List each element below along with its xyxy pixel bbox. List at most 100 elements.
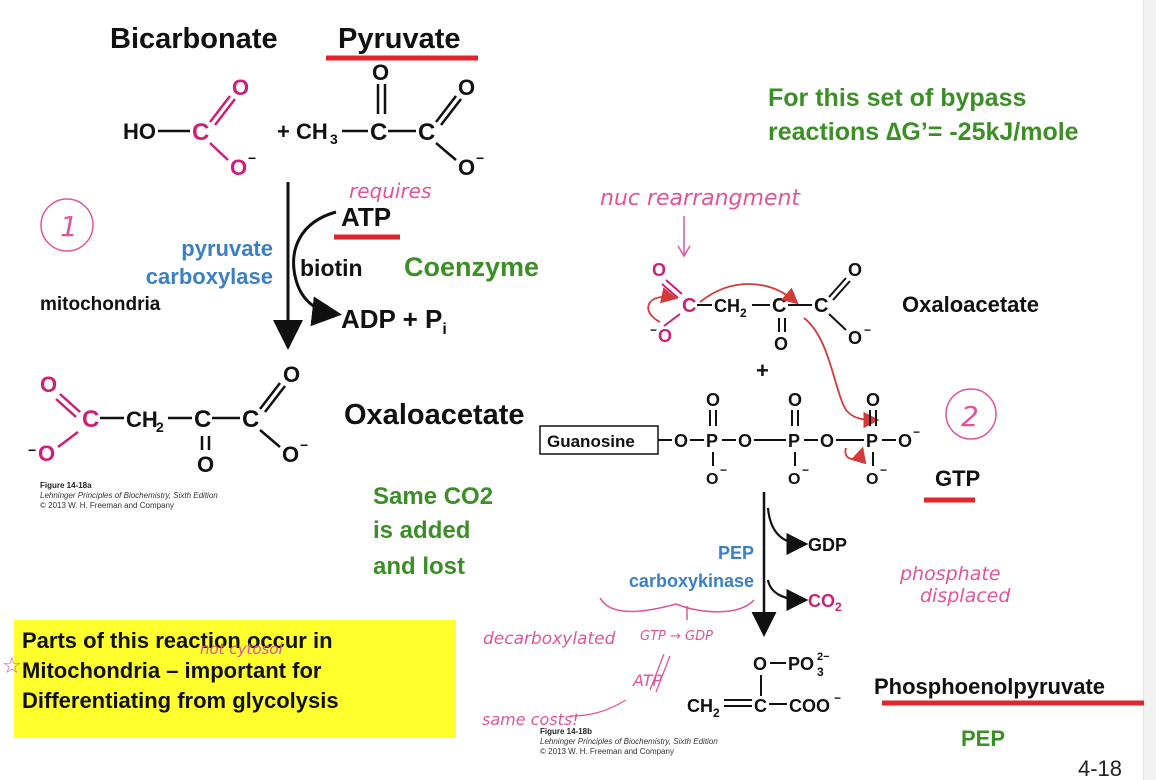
co2-note-line1: Same CO2	[373, 483, 493, 510]
plus-sign: +	[756, 358, 769, 383]
svg-text:O: O	[40, 372, 57, 397]
svg-text:CH: CH	[126, 407, 158, 432]
svg-text:O: O	[232, 75, 249, 100]
scrollbar[interactable]	[1143, 0, 1156, 780]
pyruvate-carboxylase-line1: pyruvate	[181, 236, 273, 261]
atp-label: ATP	[341, 202, 391, 232]
svg-text:O: O	[866, 390, 880, 410]
mitochondria-note-box: Parts of this reaction occur in Mitochon…	[14, 620, 456, 738]
decarboxylated-note: decarboxylated	[483, 629, 616, 649]
svg-text:O: O	[738, 431, 752, 451]
bicarb-ho: HO	[123, 119, 156, 144]
oxaloacetate-structure-right: O C − O CH 2 C O C O O −	[650, 260, 871, 354]
co2-arrow	[766, 579, 809, 611]
svg-text:2: 2	[740, 306, 747, 320]
svg-text:O: O	[458, 155, 475, 180]
svg-text:P: P	[706, 431, 718, 451]
svg-text:+ CH: + CH	[277, 119, 328, 144]
svg-text:O: O	[753, 654, 767, 674]
pyruvate-structure: + CH 3 C O C O O −	[277, 60, 484, 180]
co2-label: CO2	[808, 591, 842, 614]
svg-text:O: O	[898, 431, 912, 451]
svg-text:COO: COO	[789, 696, 830, 716]
step1-number: 1	[60, 210, 78, 243]
svg-text:O: O	[674, 431, 688, 451]
svg-text:O: O	[848, 260, 862, 280]
mech-arrow-4	[844, 446, 867, 465]
svg-text:O: O	[866, 471, 878, 488]
co2-note-line2: is added	[373, 517, 470, 544]
svg-text:−: −	[913, 425, 920, 439]
figure-a-book: Lehninger Principles of Biochemistry, Si…	[40, 491, 218, 500]
gtp-label: GTP	[935, 466, 980, 491]
same-costs-note: same costs!	[482, 710, 579, 729]
svg-text:O: O	[230, 155, 247, 180]
co2-note-line3: and lost	[373, 553, 465, 580]
phosphate-note-line2: displaced	[920, 585, 1011, 607]
svg-text:−: −	[834, 691, 841, 705]
figure-b-copyright: © 2013 W. H. Freeman and Company	[540, 747, 674, 756]
adp-pi-label: ADP + Pi	[341, 304, 447, 338]
svg-text:O: O	[38, 441, 55, 466]
step1-circle	[40, 198, 94, 252]
svg-text:O: O	[197, 452, 214, 477]
figure-b-book: Lehninger Principles of Biochemistry, Si…	[540, 737, 718, 746]
svg-text:C: C	[418, 119, 435, 146]
svg-text:3: 3	[817, 665, 824, 679]
svg-text:−: −	[476, 150, 484, 166]
svg-text:C: C	[754, 696, 767, 716]
figure-a-copyright: © 2013 W. H. Freeman and Company	[40, 501, 174, 510]
svg-text:P: P	[866, 431, 878, 451]
svg-text:O: O	[652, 260, 666, 280]
step2-number: 2	[961, 400, 979, 433]
svg-text:O: O	[282, 442, 299, 467]
svg-text:C: C	[82, 406, 99, 433]
svg-text:O: O	[372, 60, 389, 85]
svg-text:C: C	[814, 295, 828, 317]
bypass-note-line1: For this set of bypass	[768, 84, 1026, 112]
svg-text:O: O	[458, 75, 475, 100]
coenzyme-label: Coenzyme	[404, 252, 539, 282]
svg-text:−: −	[300, 437, 308, 453]
svg-text:O: O	[788, 390, 802, 410]
svg-text:3: 3	[330, 131, 338, 147]
phosphate-note-line1: phosphate	[899, 563, 1001, 585]
not-cytosol-note: not cytosol	[200, 640, 283, 658]
mitochondria-note-line1: Parts of this reaction occur in	[22, 628, 333, 653]
bicarbonate-structure: HO C O O −	[123, 75, 256, 180]
figure-a-title: Figure 14-18a	[40, 481, 92, 490]
svg-text:O: O	[658, 326, 672, 346]
mitochondria-note-line3: Differentiating from glycolysis	[22, 688, 339, 713]
svg-text:C: C	[242, 406, 259, 433]
svg-text:C: C	[194, 406, 211, 433]
svg-text:2−: 2−	[817, 651, 830, 663]
bypass-note-line2: reactions ∆G’= -25kJ/mole	[768, 118, 1079, 146]
bicarbonate-label: Bicarbonate	[110, 23, 278, 55]
svg-text:PO: PO	[788, 654, 814, 674]
mech-arrow-1	[647, 287, 678, 323]
oxaloacetate-label-left: Oxaloacetate	[344, 399, 525, 431]
svg-text:−: −	[650, 323, 657, 337]
requires-note: requires	[349, 179, 431, 203]
mitochondria-label: mitochondria	[40, 294, 161, 315]
mech-arrow-3	[803, 317, 880, 429]
pyruvate-carboxylase-line2: carboxylase	[146, 264, 273, 289]
star-annotation: ☆	[2, 654, 22, 679]
mitochondria-note-line2: Mitochondria – important for	[22, 658, 322, 683]
svg-text:−: −	[720, 463, 727, 477]
pyruvate-label: Pyruvate	[338, 23, 461, 55]
svg-text:−: −	[880, 463, 887, 477]
pep-carboxykinase-line1: PEP	[718, 543, 754, 563]
gdp-arrow	[766, 507, 809, 555]
figure-b-title: Figure 14-18b	[540, 727, 592, 736]
svg-text:2: 2	[156, 419, 164, 435]
svg-text:CH: CH	[687, 696, 713, 716]
step2-circle	[945, 388, 997, 440]
svg-text:CH: CH	[714, 296, 740, 316]
oxaloacetate-structure-left: O C − O CH 2 C O C O O −	[28, 362, 308, 477]
pep-structure: O PO 3 2− CH 2 C COO −	[687, 651, 841, 720]
svg-text:P: P	[788, 431, 800, 451]
phosphoenolpyruvate-label: Phosphoenolpyruvate	[874, 674, 1105, 699]
mech-arrow-2	[699, 283, 799, 305]
